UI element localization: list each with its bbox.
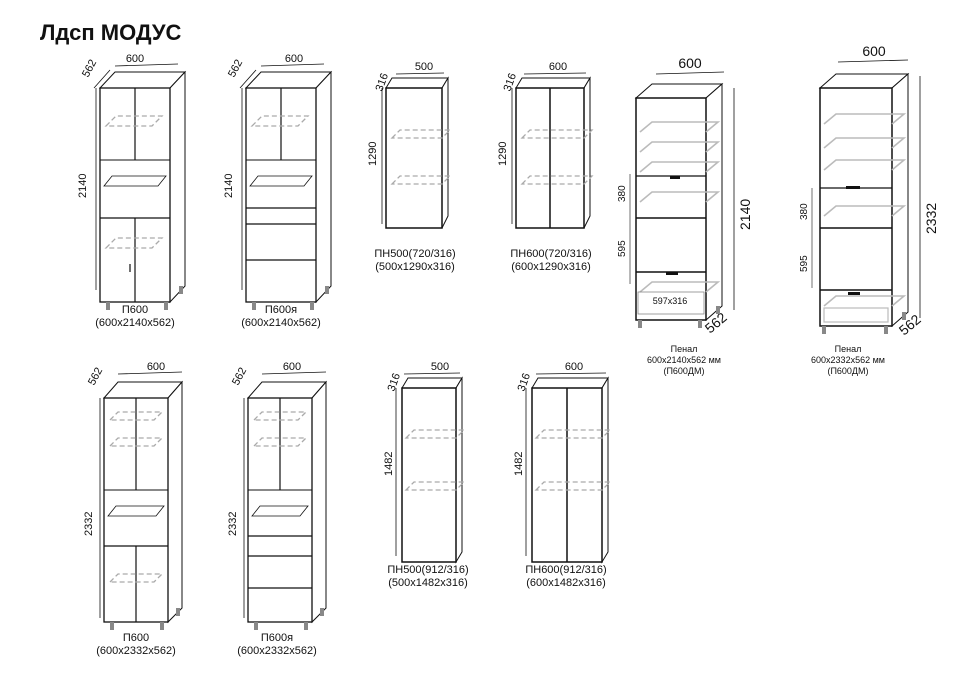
dim-height: 2332	[923, 203, 939, 234]
dim-width: 500	[415, 61, 433, 73]
dim-width: 600	[283, 361, 301, 373]
cabinet-p600ya-2140: 600 562 2140 П600я (600x2140x562)	[216, 48, 346, 338]
caption-size: (600x2332x562)	[96, 645, 176, 657]
cabinet-pn600-720: 600 316 1290 ПН600(720/316) (600x1290x31…	[494, 56, 614, 286]
caption: ПН500(720/316) (500x1290x316)	[360, 248, 470, 274]
dim-height: 2332	[227, 512, 239, 536]
caption-name: П600	[121, 304, 149, 316]
cabinet-penal-2140: 600 2140 562 380 595 597x316 Пенал 600х2…	[614, 52, 764, 382]
caption-name: П600я	[264, 304, 298, 316]
cabinet-drawing: 600 562 2332	[83, 361, 184, 630]
cabinet-drawing: 500 316 1290	[367, 61, 452, 229]
cabinet-pn600-912: 600 316 1482 ПН600(912/316) (600x1482x31…	[508, 356, 628, 596]
caption: Пенал 600х2332х562 мм (П600ДМ)	[798, 344, 898, 377]
dim-width: 600	[862, 43, 886, 59]
cabinet-drawing: 600 316 1290	[497, 61, 594, 229]
page-title: Лдсп МОДУС	[40, 20, 182, 45]
dim-width: 600	[549, 61, 567, 73]
dim-height: 1482	[513, 452, 525, 476]
dim-height: 2140	[77, 174, 89, 198]
caption-name: П600	[122, 632, 150, 644]
dim-width: 600	[147, 361, 165, 373]
dim-width: 600	[126, 53, 144, 65]
caption-size: 600х2332х562 мм	[811, 355, 885, 365]
caption: П600 (600x2332x562)	[86, 632, 186, 658]
caption-code: (П600ДМ)	[827, 366, 869, 376]
dim-section-1: 380	[799, 203, 810, 220]
cabinet-drawing: 600 316 1482	[513, 361, 612, 564]
dim-depth: 562	[226, 58, 245, 80]
cabinet-p600ya-2332: 600 562 2332 П600я (600x2332x562)	[222, 356, 352, 676]
dim-depth: 316	[386, 372, 404, 393]
caption-size: (500x1482x316)	[388, 577, 468, 589]
caption-name: Пенал	[670, 344, 698, 354]
caption-name: ПН600(912/316)	[525, 564, 607, 576]
cabinet-drawing: 600 2140 562 380 595 597x316	[617, 55, 753, 336]
cabinet-drawing: 600 562 2140	[77, 53, 187, 310]
caption: ПН600(720/316) (600x1290x316)	[494, 248, 608, 274]
caption-name: ПН600(720/316)	[510, 248, 592, 260]
caption: ПН600(912/316) (600x1482x316)	[508, 564, 624, 590]
dim-width: 600	[565, 361, 583, 373]
caption-size: 600х2140х562 мм	[647, 355, 721, 365]
dim-section-2: 595	[617, 240, 628, 257]
caption-code: (П600ДМ)	[663, 366, 705, 376]
cabinet-pn500-720: 500 316 1290 ПН500(720/316) (500x1290x31…	[360, 56, 480, 286]
cabinet-pn500-912: 500 316 1482 ПН500(912/316) (500x1482x31…	[376, 356, 486, 596]
cabinet-drawing: 600 2332 562 380 595	[799, 43, 939, 338]
caption: П600 (600x2140x562)	[85, 304, 185, 330]
caption-name: П600я	[260, 632, 294, 644]
dim-height: 1290	[497, 142, 509, 166]
cabinet-drawing: 600 562 2332	[227, 361, 328, 630]
dim-height: 2332	[83, 512, 95, 536]
dim-depth: 562	[230, 366, 249, 388]
dim-inner-drawer: 597x316	[653, 296, 688, 306]
caption: Пенал 600х2140х562 мм (П600ДМ)	[634, 344, 734, 377]
caption-size: (600x2140x562)	[241, 317, 321, 329]
dim-depth: 316	[502, 72, 520, 93]
dim-width: 600	[678, 55, 702, 71]
dim-section-2: 595	[799, 255, 810, 272]
dim-height: 1290	[367, 142, 379, 166]
cabinet-p600-2140: 600 562 2140 П600 (600x2140x562)	[70, 48, 200, 338]
dim-width: 600	[285, 53, 303, 65]
caption-name: ПН500(912/316)	[387, 564, 469, 576]
cabinet-drawing: 500 316 1482	[383, 361, 466, 564]
caption: ПН500(912/316) (500x1482x316)	[376, 564, 480, 590]
caption: П600я (600x2332x562)	[222, 632, 332, 658]
caption-size: (600x1290x316)	[511, 261, 591, 273]
dim-width: 500	[431, 361, 449, 373]
dim-height: 1482	[383, 452, 395, 476]
dim-depth: 316	[516, 372, 534, 393]
dim-height: 2140	[223, 174, 235, 198]
caption-size: (600x2332x562)	[237, 645, 317, 657]
caption-name: ПН500(720/316)	[374, 248, 456, 260]
caption-name: Пенал	[834, 344, 862, 354]
dim-height: 2140	[737, 199, 753, 230]
dim-depth: 562	[86, 366, 105, 388]
cabinet-p600-2332: 600 562 2332 П600 (600x2332x562)	[78, 356, 208, 676]
dim-depth: 562	[80, 58, 99, 80]
caption-size: (600x2140x562)	[95, 317, 175, 329]
cabinet-drawing: 600 562 2140	[223, 53, 333, 310]
caption: П600я (600x2140x562)	[231, 304, 331, 330]
caption-size: (600x1482x316)	[526, 577, 606, 589]
caption-size: (500x1290x316)	[375, 261, 455, 273]
cabinet-penal-2332: 600 2332 562 380 595 Пенал 600х2332х562 …	[796, 40, 946, 380]
dim-section-1: 380	[617, 185, 628, 202]
